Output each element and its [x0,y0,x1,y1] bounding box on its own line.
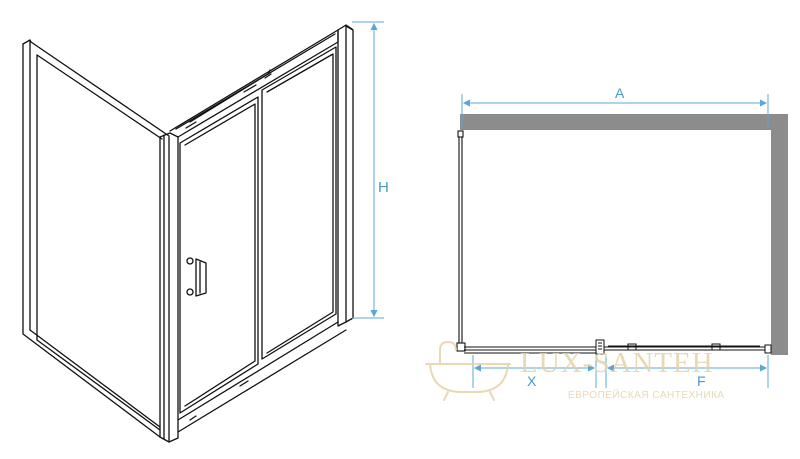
top-rail [170,25,352,137]
plan-side-panel [457,131,465,351]
isometric-view [23,25,353,442]
width-label: A [615,85,625,101]
door-handle [187,258,206,296]
fixed-panel [262,47,336,359]
watermark-brand: LUX-SANTEH [520,347,714,379]
back-wall [460,114,788,130]
height-label: H [378,179,389,196]
bathtub-icon [426,342,510,400]
corner-post [160,133,178,442]
end-post [338,26,353,326]
watermark-tagline: ЕВРОПЕЙСКАЯ САНТЕХНИКА [568,388,725,401]
plan-view: A X F [457,85,788,389]
side-wall [771,130,788,355]
side-panel [23,40,169,437]
sliding-door [180,97,258,413]
watermark: LUX-SANTEH ЕВРОПЕЙСКАЯ САНТЕХНИКА [426,342,725,401]
height-dimension [352,22,384,318]
